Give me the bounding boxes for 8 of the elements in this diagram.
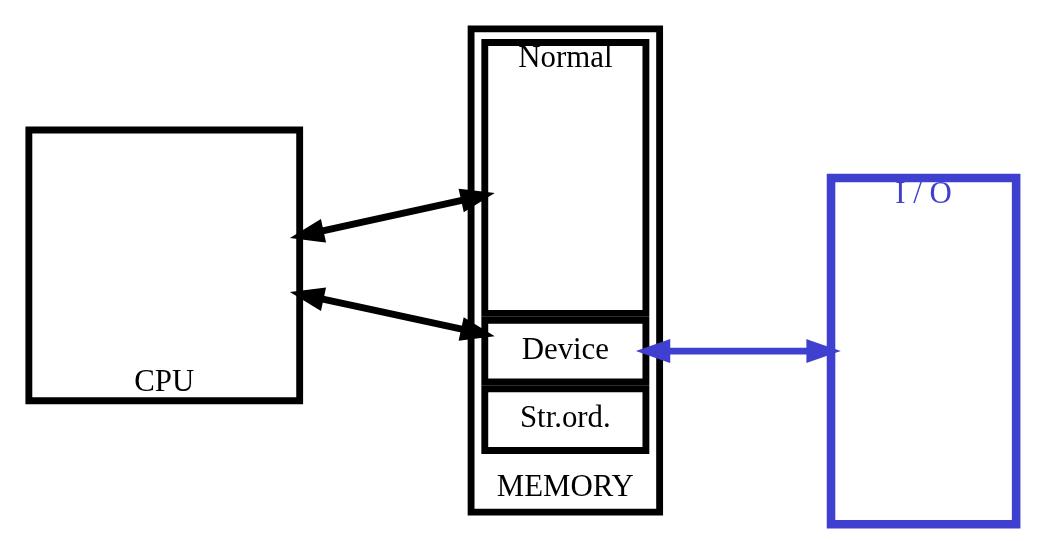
node-box: I / O — [826, 173, 1020, 529]
arrow — [289, 188, 495, 243]
node-box: CPU — [24, 126, 303, 405]
node-box: Str.ord. — [480, 385, 649, 454]
arrow — [289, 287, 495, 341]
arrow — [635, 339, 841, 364]
node-box: Normal — [480, 39, 649, 317]
node-box: Device — [480, 316, 649, 386]
